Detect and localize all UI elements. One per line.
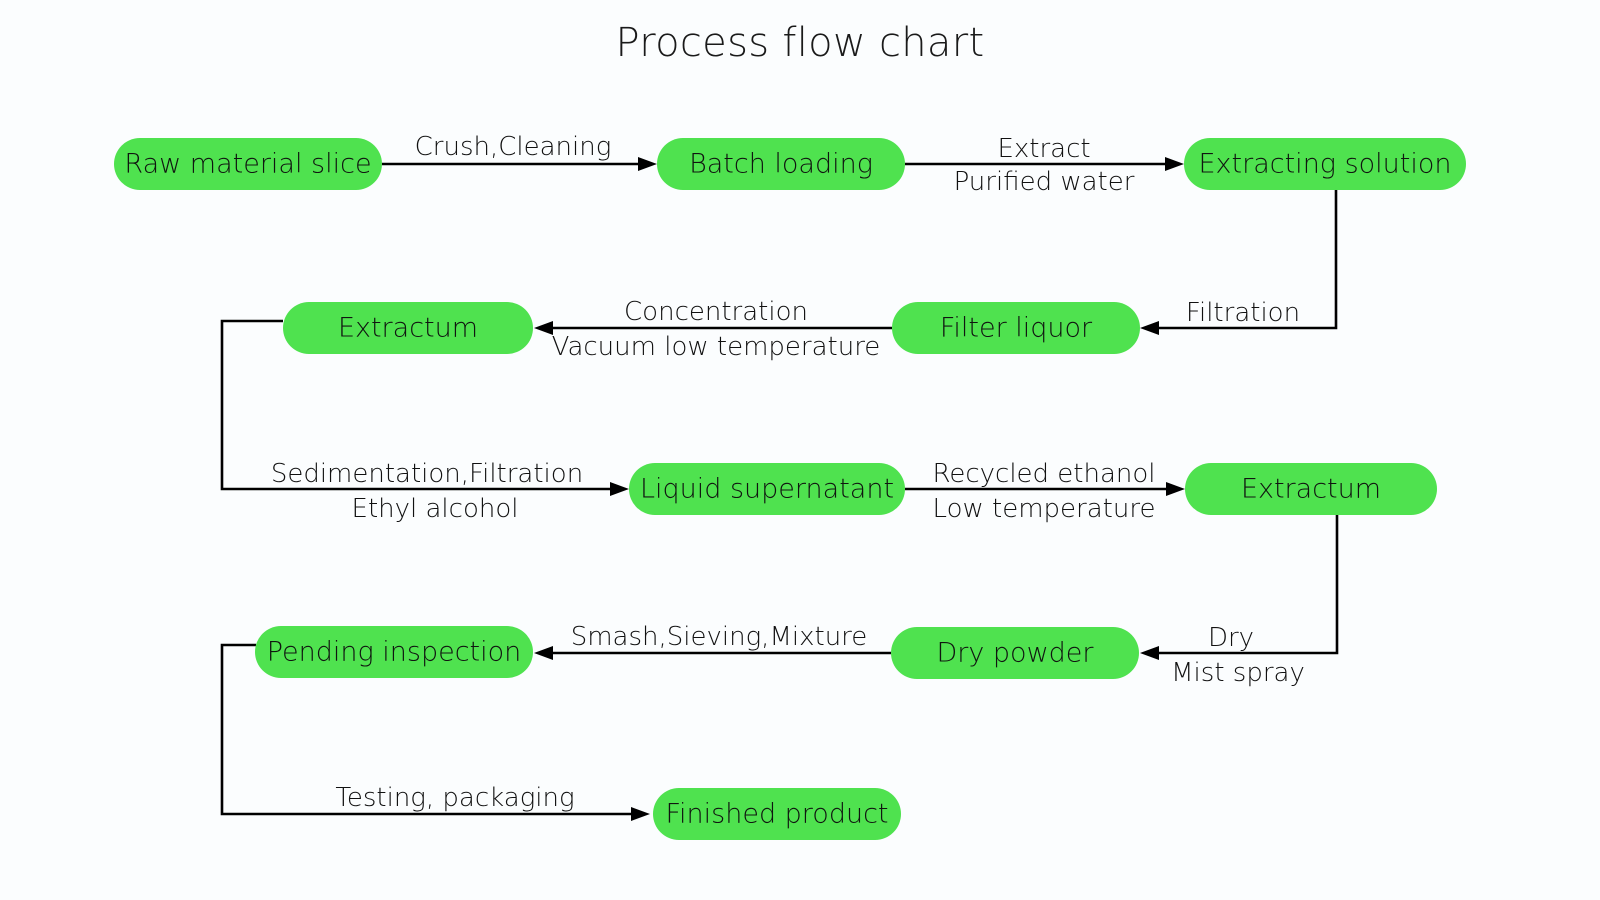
node-finished-product[interactable]: Finished product [653, 788, 901, 840]
node-label: Raw material slice [124, 149, 371, 180]
node-extracting-solution[interactable]: Extracting solution [1184, 138, 1466, 190]
edge-label-above: Sedimentation,Filtration [271, 459, 583, 489]
node-shape[interactable] [891, 627, 1139, 679]
node-extractum-2[interactable]: Extractum [1185, 463, 1437, 515]
edge-label-above: Recycled ethanol [932, 459, 1155, 489]
node-extractum-1[interactable]: Extractum [283, 302, 533, 354]
node-label: Dry powder [936, 638, 1094, 669]
node-shape[interactable] [255, 626, 533, 678]
edge-label-below: Ethyl alcohol [352, 494, 519, 524]
arrow-head-icon [1165, 157, 1184, 171]
node-label: Finished product [665, 799, 888, 830]
node-shape[interactable] [114, 138, 382, 190]
node-label: Filter liquor [940, 313, 1093, 344]
node-label: Extractum [1241, 474, 1381, 505]
edge-label-above: Concentration [624, 297, 808, 327]
edge-path [220, 643, 631, 816]
node-shape[interactable] [283, 302, 533, 354]
edge-label-above: Filtration [1186, 298, 1300, 328]
node-label: Liquid supernatant [640, 474, 894, 505]
arrow-head-icon [638, 157, 657, 171]
edge-concentration: Concentration Vacuum low temperature [534, 297, 892, 362]
node-filter-liquor[interactable]: Filter liquor [892, 302, 1140, 354]
arrow-head-icon [1140, 321, 1159, 335]
arrow-head-icon [1166, 482, 1185, 496]
edge-filtration: Filtration [1140, 190, 1338, 335]
node-shape[interactable] [1185, 463, 1437, 515]
node-label: Extractum [338, 313, 478, 344]
node-shape[interactable] [629, 463, 905, 515]
edge-label-above: Crush,Cleaning [415, 132, 612, 162]
node-batch-loading[interactable]: Batch loading [657, 138, 905, 190]
edge-label-above: Extract [997, 134, 1090, 164]
edge-label-below: Vacuum low temperature [552, 332, 881, 362]
edge-label-below: Mist spray [1171, 658, 1305, 688]
edge-label-above: Testing, packaging [335, 783, 574, 813]
node-shape[interactable] [1184, 138, 1466, 190]
node-shape[interactable] [892, 302, 1140, 354]
edge-path [1159, 515, 1339, 655]
edge-label-above: Smash,Sieving,Mixture [571, 622, 868, 652]
node-liquid-supernatant[interactable]: Liquid supernatant [629, 463, 905, 515]
node-label: Extracting solution [1198, 149, 1451, 180]
arrow-head-icon [534, 321, 553, 335]
arrow-head-icon [631, 807, 650, 821]
edge-label-above: Dry [1208, 623, 1254, 653]
node-raw-material-slice[interactable]: Raw material slice [114, 138, 382, 190]
edge-recycled-ethanol: Recycled ethanol Low temperature [905, 459, 1185, 524]
edge-sedimentation: Sedimentation,Filtration Ethyl alcohol [220, 319, 629, 524]
arrow-head-icon [1140, 646, 1159, 660]
edge-extract: Extract Purified water [905, 134, 1184, 197]
edge-smash-sieving-mixture: Smash,Sieving,Mixture [534, 622, 891, 660]
edge-label-below: Low temperature [933, 494, 1156, 524]
arrow-head-icon [534, 646, 553, 660]
page-title: Process flow chart [615, 20, 985, 66]
edge-path [220, 319, 610, 491]
edge-crush-cleaning: Crush,Cleaning [382, 132, 657, 171]
edge-label-below: Purified water [954, 167, 1135, 197]
node-dry-powder[interactable]: Dry powder [891, 627, 1139, 679]
edge-path [1159, 190, 1338, 330]
node-shape[interactable] [657, 138, 905, 190]
node-label: Batch loading [689, 149, 873, 180]
arrow-head-icon [610, 482, 629, 496]
edge-testing-packaging: Testing, packaging [220, 643, 650, 821]
node-shape[interactable] [653, 788, 901, 840]
node-label: Pending inspection [267, 637, 522, 668]
node-pending-inspection[interactable]: Pending inspection [255, 626, 533, 678]
edge-dry: Dry Mist spray [1140, 515, 1339, 688]
